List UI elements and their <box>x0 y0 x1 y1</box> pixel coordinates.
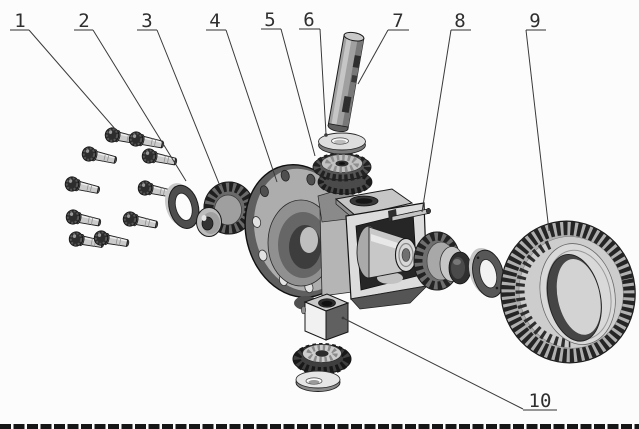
lower-planet-washer <box>295 370 341 392</box>
crown-ring-gear <box>500 220 636 364</box>
callout-label-1: 1 <box>14 10 25 32</box>
leader-dot-10 <box>341 316 345 320</box>
leader-line-3 <box>156 29 221 187</box>
leader-line-6 <box>319 28 327 135</box>
leader-dot-6 <box>324 133 328 137</box>
planet-gear-top <box>312 152 372 182</box>
side-bevel-gear-right <box>413 231 472 291</box>
lower-planet-gear <box>292 343 352 375</box>
lock-pin <box>388 207 431 222</box>
callout-label-4: 4 <box>209 10 220 32</box>
callout-label-10: 10 <box>529 390 552 412</box>
callout-label-8: 8 <box>454 10 465 32</box>
leader-line-2 <box>92 29 187 182</box>
differential-case <box>244 164 429 310</box>
leader-line-8 <box>421 29 452 213</box>
planet-gear-washer <box>318 132 366 155</box>
callout-label-9: 9 <box>529 10 540 32</box>
callout-label-7: 7 <box>392 10 403 32</box>
spacer-block <box>300 293 350 341</box>
cross-shaft <box>327 31 365 132</box>
leader-line-4 <box>225 29 278 183</box>
leader-line-10 <box>342 317 524 410</box>
lock-washer <box>468 247 505 298</box>
leader-line-7 <box>357 29 389 85</box>
thrust-washer <box>164 183 200 229</box>
leader-line-1 <box>28 29 117 131</box>
callout-label-6: 6 <box>303 9 314 31</box>
leader-line-5 <box>280 28 316 157</box>
leader-line-9 <box>525 29 550 232</box>
callout-label-2: 2 <box>78 10 89 32</box>
callout-label-5: 5 <box>264 9 275 31</box>
callout-labels: 1 2 3 4 5 6 7 8 9 10 <box>10 9 557 412</box>
callout-label-3: 3 <box>141 10 152 32</box>
leader-lines <box>28 28 550 410</box>
